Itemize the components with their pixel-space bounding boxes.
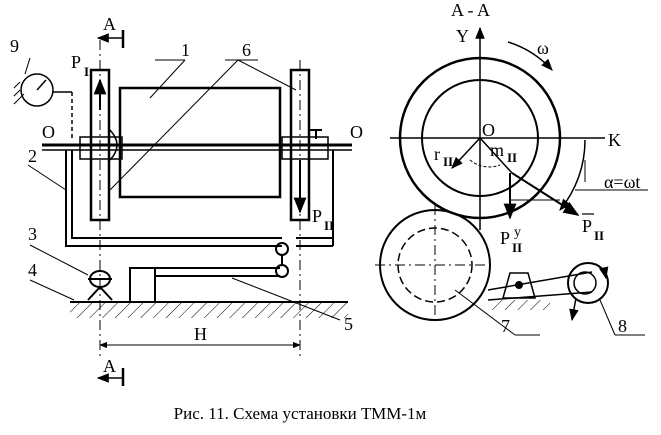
rotor-outer: [398, 56, 562, 220]
base-step: [129, 267, 156, 302]
right-view: [375, 26, 648, 336]
support-block: [502, 272, 536, 299]
omega-label: ω: [537, 38, 549, 58]
p2-label-sub: II: [324, 218, 334, 233]
leader-3: [29, 244, 89, 276]
section-title: A - A: [451, 0, 490, 20]
callout-7: 7: [501, 316, 510, 336]
frame-left-side: [65, 150, 282, 247]
axis-k-label: K: [608, 130, 621, 150]
leader-9: [24, 57, 31, 75]
leader-4: [29, 279, 75, 301]
ground-hatch-left: [70, 302, 348, 318]
r2-label-sub: II: [443, 154, 453, 169]
callout-6: 6: [242, 40, 251, 60]
section-mark-top-label: A: [103, 14, 116, 34]
pbar-label-sub: II: [594, 228, 604, 243]
py-label-main: P: [500, 228, 510, 248]
p2-label-main: P: [312, 206, 322, 226]
alpha-label: α=ωt: [604, 172, 640, 192]
left-hub: [79, 136, 123, 160]
eccentric-inner: [573, 271, 597, 295]
callout-2: 2: [28, 146, 37, 166]
rotor-body: [118, 86, 282, 199]
py-label-sub: II: [512, 240, 522, 255]
omega-arc: [507, 41, 553, 71]
callout-8: 8: [618, 316, 627, 336]
gauge-dial: [20, 73, 54, 107]
left-view: [13, 30, 352, 386]
callout-5: 5: [344, 314, 353, 334]
axis-o-left-label: O: [42, 122, 55, 142]
pbar-arrow: [511, 172, 580, 216]
p1-label-main: P: [71, 52, 81, 72]
labels: 9 1 6 2 3 4 5 7 8 O O A A A - A H P I P …: [10, 0, 640, 376]
callout-4: 4: [28, 260, 37, 280]
callout-1: 1: [181, 40, 190, 60]
mass-line: [479, 137, 513, 174]
joint-upper: [275, 242, 289, 256]
rotor-inner: [421, 79, 539, 197]
callout-3: 3: [28, 224, 37, 244]
rod-upper: [487, 271, 593, 291]
py-label-sup: y: [514, 225, 521, 240]
leader-5: [231, 277, 341, 321]
section-mark-bottom-label: A: [103, 356, 116, 376]
ground-hatch-right: [490, 300, 550, 310]
origin-label: O: [482, 120, 495, 140]
axis-y-label: Y: [456, 26, 469, 46]
alpha-arc: [559, 139, 586, 211]
m2-label-sub: II: [507, 150, 517, 165]
p1-label-sub: I: [84, 64, 89, 79]
callout-9: 9: [10, 36, 19, 56]
figure-caption: Рис. 11. Схема установки ТММ-1м: [173, 404, 427, 423]
eccentric-outer: [567, 262, 609, 304]
r2-label-main: r: [434, 144, 440, 164]
joint-lower: [275, 264, 289, 278]
radius-line: [451, 137, 481, 169]
leader-2: [27, 164, 67, 191]
m2-label-main: m: [490, 140, 504, 160]
leader-8: [599, 299, 616, 336]
right-hub: [281, 136, 329, 160]
leader-7: [454, 289, 516, 336]
axis-o-right-label: O: [350, 122, 363, 142]
dimension-h-label: H: [194, 324, 207, 344]
pbar-label-main: P: [582, 216, 592, 236]
